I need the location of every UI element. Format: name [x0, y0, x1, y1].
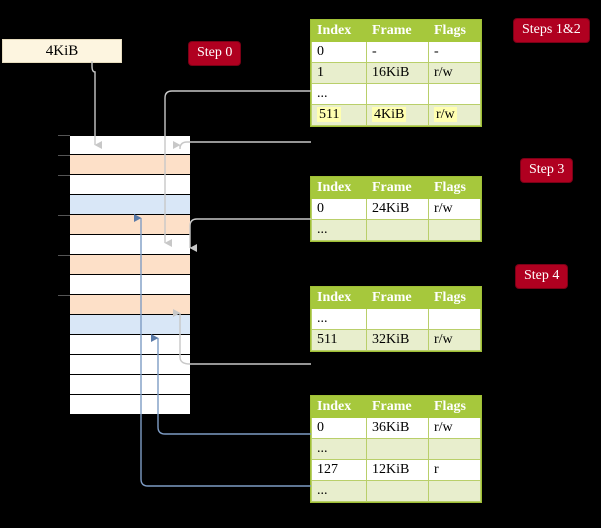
memory-row-tick — [58, 135, 70, 136]
column-header-flags: Flags — [428, 287, 481, 309]
cell-index: ... — [311, 83, 367, 105]
cell-index: ... — [311, 308, 367, 330]
cell-frame: 16KiB — [366, 62, 429, 84]
cell-frame — [366, 83, 429, 105]
column-header-index: Index — [311, 287, 367, 309]
connector-step0 — [91, 61, 102, 149]
table-row: 0-- — [311, 41, 481, 63]
column-header-frame: Frame — [366, 20, 429, 42]
cell-frame: - — [366, 41, 429, 63]
table-row: 511 4KiB r/w — [311, 104, 481, 126]
column-header-index: Index — [311, 20, 367, 42]
cell-index: 0 — [311, 198, 367, 220]
column-header-flags: Flags — [428, 20, 481, 42]
cell-index: 0 — [311, 417, 367, 439]
memory-frame-row — [70, 175, 190, 195]
cell-index: ... — [311, 219, 367, 241]
cell-frame: 32KiB — [366, 329, 429, 351]
memory-frame-row — [70, 395, 190, 415]
memory-row-tick — [58, 215, 70, 216]
cell-flags: r/w — [428, 417, 481, 439]
cell-frame: 12KiB — [366, 459, 429, 481]
cell-flags: r — [428, 459, 481, 481]
source-frame-label: 4KiB — [45, 43, 79, 59]
memory-frame-row — [70, 275, 190, 295]
cell-flags: r/w — [428, 62, 481, 84]
highlighted-value: 511 — [317, 107, 342, 122]
memory-frame-row — [70, 235, 190, 255]
memory-row-tick — [58, 295, 70, 296]
cell-frame — [366, 308, 429, 330]
column-header-flags: Flags — [428, 177, 481, 199]
connector-step3 — [189, 218, 311, 252]
table-row: ... — [311, 308, 481, 330]
column-header-frame: Frame — [366, 177, 429, 199]
memory-frame-row — [70, 335, 190, 355]
physical-memory-column — [58, 135, 190, 415]
memory-frame-row — [70, 295, 190, 315]
cell-index: 1 — [311, 62, 367, 84]
badge-step-0: Step 0 — [189, 42, 241, 65]
memory-frame-row — [70, 315, 190, 335]
badge-steps-1-2: Steps 1&2 — [514, 19, 589, 42]
cell-frame — [366, 219, 429, 241]
table-row: ... — [311, 83, 481, 105]
cell-flags: r/w — [428, 329, 481, 351]
cell-frame: 24KiB — [366, 198, 429, 220]
cell-flags: r/w — [428, 198, 481, 220]
connector-step4 — [173, 309, 311, 365]
memory-row-tick — [58, 255, 70, 256]
cell-index: ... — [311, 480, 367, 502]
memory-row-tick — [58, 155, 70, 156]
cell-frame — [366, 480, 429, 502]
column-header-frame: Frame — [366, 287, 429, 309]
table-row: ... — [311, 438, 481, 460]
memory-row-tick — [58, 175, 70, 176]
cell-frame: 4KiB — [366, 104, 429, 126]
cell-flags — [428, 83, 481, 105]
column-header-frame: Frame — [366, 396, 429, 418]
cell-flags — [428, 308, 481, 330]
source-frame-box: 4KiB — [2, 39, 122, 63]
cell-flags: r/w — [428, 104, 481, 126]
cell-flags: - — [428, 41, 481, 63]
memory-frame-row — [70, 355, 190, 375]
memory-frame-row — [70, 375, 190, 395]
cell-flags — [428, 480, 481, 502]
cell-index: 127 — [311, 459, 367, 481]
cell-index: ... — [311, 438, 367, 460]
highlighted-value: 4KiB — [372, 107, 407, 122]
memory-frame-row — [70, 135, 190, 155]
table-row: ... — [311, 219, 481, 241]
cell-index: 511 — [311, 329, 367, 351]
highlighted-value: r/w — [434, 107, 457, 122]
memory-frame-row — [70, 155, 190, 175]
memory-frame-row — [70, 215, 190, 235]
cell-frame — [366, 438, 429, 460]
badge-step-3: Step 3 — [521, 159, 573, 182]
column-header-index: Index — [311, 177, 367, 199]
column-header-index: Index — [311, 396, 367, 418]
cell-index: 511 — [311, 104, 367, 126]
memory-frame-row — [70, 255, 190, 275]
connector-steps12-b — [173, 141, 311, 150]
column-header-flags: Flags — [428, 396, 481, 418]
table-row: ... — [311, 480, 481, 502]
cell-flags — [428, 219, 481, 241]
cell-flags — [428, 438, 481, 460]
cell-frame: 36KiB — [366, 417, 429, 439]
memory-frame-row — [70, 195, 190, 215]
badge-step-4: Step 4 — [516, 265, 568, 288]
cell-index: 0 — [311, 41, 367, 63]
